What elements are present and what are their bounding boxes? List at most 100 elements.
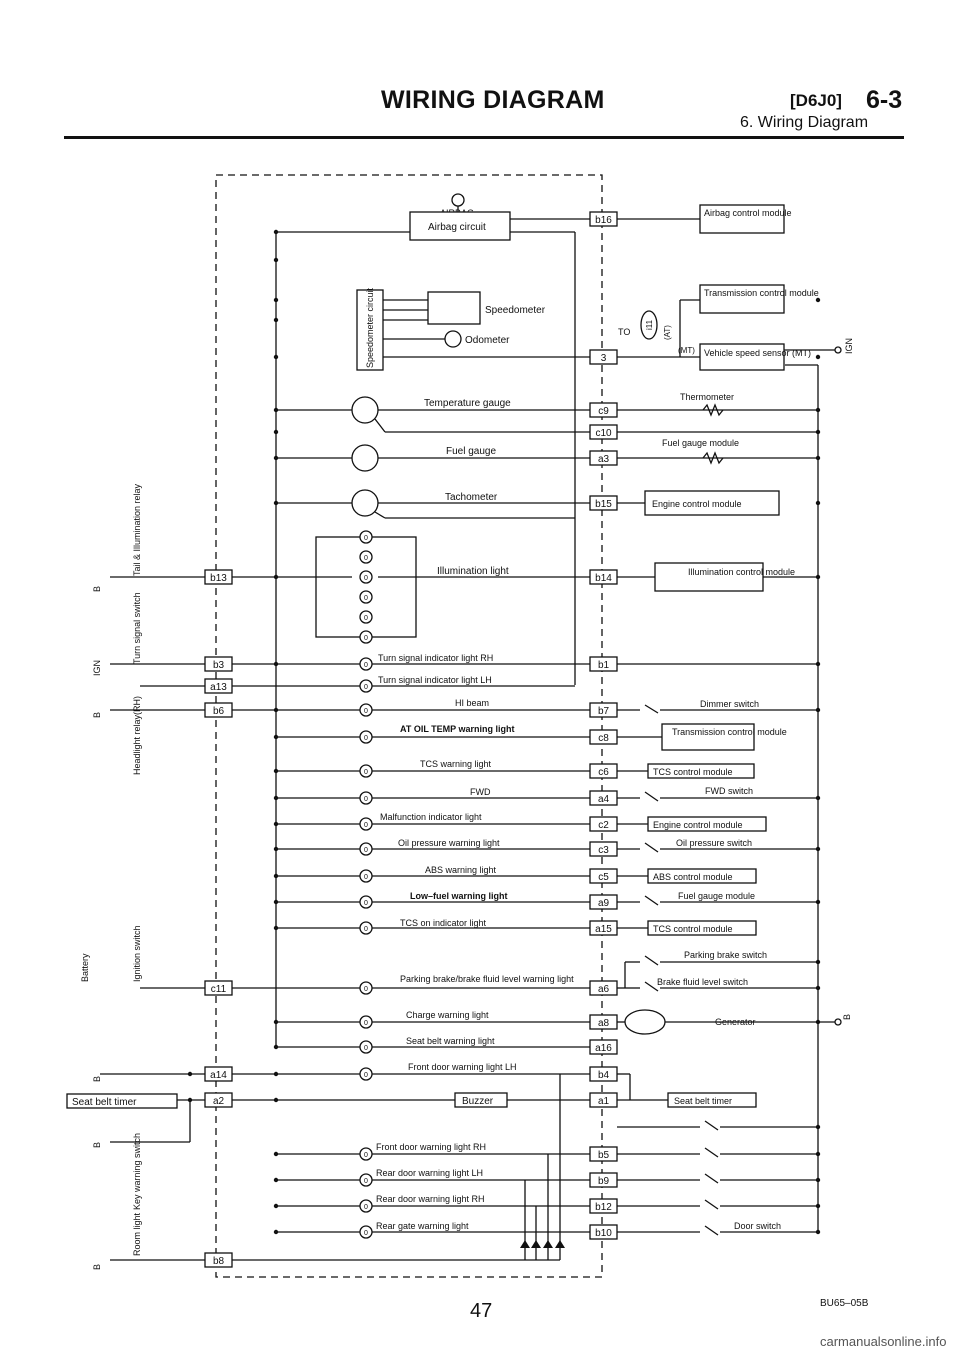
- footer-watermark: carmanualsonline.info: [820, 1334, 947, 1349]
- buzzer-label: Buzzer: [462, 1096, 494, 1107]
- lamp-filament-icon: 0: [364, 684, 368, 691]
- tachometer-label: Tachometer: [445, 492, 498, 503]
- tail-relay-label: Tail & Illumination relay: [132, 483, 142, 576]
- junction-dot: [273, 455, 279, 461]
- lamp-filament-icon: 0: [364, 926, 368, 933]
- junction-dot: [273, 317, 279, 323]
- seat-belt-timer-right-box: [667, 1092, 757, 1108]
- right-connector-label: a1: [598, 1096, 610, 1107]
- diode-stack: [232, 1074, 565, 1261]
- right-connector-box: [589, 1146, 618, 1162]
- right-connector-label: b7: [598, 706, 610, 717]
- right-connector-label: b9: [598, 1176, 610, 1187]
- right-connector-label: a6: [598, 984, 610, 995]
- right-connector-label: b10: [595, 1228, 612, 1239]
- right-connector-label: b14: [595, 573, 612, 584]
- left-connector-box: [204, 702, 233, 718]
- key-warning-label: Key warning switch: [132, 1133, 142, 1210]
- lamp-icon: [359, 570, 373, 584]
- page-subtitle: 6. Wiring Diagram: [740, 114, 869, 131]
- light-parking-brake: Parking brake/brake fluid level warning …: [400, 974, 574, 984]
- to-connector-icon: [640, 310, 658, 340]
- transmission-control-module-box: [661, 723, 755, 751]
- right-connector-box: [589, 211, 618, 227]
- right-connector-box: [589, 980, 618, 996]
- lamp-icon: [359, 1040, 373, 1054]
- light-hi-beam: HI beam: [455, 698, 489, 708]
- right-connector-box: [589, 1039, 618, 1055]
- right-connector-box: [589, 569, 618, 585]
- illumination-light-label: Illumination light: [437, 566, 509, 577]
- meter-outline: [215, 174, 603, 1278]
- tcs-control-module-2-label: TCS control module: [653, 924, 733, 934]
- door-switch-label: Door switch: [734, 1221, 781, 1231]
- b-terminal-right: [834, 1018, 842, 1026]
- engine-control-module-2-box: [647, 816, 767, 832]
- page-title: WIRING DIAGRAM: [381, 86, 605, 114]
- lamp-icon: [359, 1173, 373, 1187]
- connector-layer: b13b3a13b6c11a14a2b8b163c9c10a3b15b14b1b…: [187, 211, 821, 1268]
- vehicle-speed-sensor-label: Vehicle speed sensor (MT): [704, 348, 811, 358]
- right-connector-label: a16: [595, 1043, 612, 1054]
- right-connector-box: [589, 702, 618, 718]
- right-connector-label: c9: [598, 406, 609, 417]
- transmission-control-module-label: Transmission control module: [672, 727, 787, 737]
- vehicle-speed-sensor-box: [699, 343, 785, 371]
- left-connector-box: [204, 1066, 233, 1082]
- junction-dot: [273, 821, 279, 827]
- light-rear-door-lh: Rear door warning light LH: [376, 1168, 483, 1178]
- right-connector-label: c8: [598, 733, 609, 744]
- lamp-icon: [359, 764, 373, 778]
- lamp-filament-icon: 0: [364, 535, 368, 542]
- light-fwd: FWD: [470, 787, 491, 797]
- abs-control-module-box: [647, 868, 757, 884]
- lamp-icon: [359, 1199, 373, 1213]
- lamp-filament-icon: 0: [364, 595, 368, 602]
- speedometer-circuit-box: [356, 289, 384, 371]
- right-connector-box: [589, 763, 618, 779]
- right-connector-box: [589, 790, 618, 806]
- junction-dot: [815, 795, 821, 801]
- junction-dot: [273, 1044, 279, 1050]
- lamp-icon: [359, 610, 373, 624]
- lamp-filament-icon: 0: [364, 1045, 368, 1052]
- left-connector-box: [204, 1092, 233, 1108]
- right-connector-label: a9: [598, 898, 610, 909]
- right-connector-box: [589, 1066, 618, 1082]
- lamp-icon: [359, 590, 373, 604]
- junction-dot: [187, 1097, 193, 1103]
- junction-dot: [273, 1151, 279, 1157]
- airbag-control-module-box: [699, 204, 785, 234]
- junction-dot: [273, 768, 279, 774]
- to-label: TO: [618, 327, 630, 337]
- junction-dot: [273, 354, 279, 360]
- fuel-gauge-label: Fuel gauge: [446, 446, 496, 457]
- right-connector-box: [589, 868, 618, 884]
- junction-dot: [815, 407, 821, 413]
- junction-dot: [273, 846, 279, 852]
- right-connector-box: [589, 1198, 618, 1214]
- junction-dot: [815, 455, 821, 461]
- light-front-door-lh: Front door warning light LH: [408, 1062, 517, 1072]
- lamp-filament-icon: 0: [364, 822, 368, 829]
- illumination-control-module-box: [654, 562, 764, 592]
- buzzer-box: [454, 1092, 508, 1108]
- junction-dot: [273, 899, 279, 905]
- left-connector-box: [204, 569, 233, 585]
- figure-code: BU65–05B: [820, 1298, 869, 1309]
- transmission-control-module-top-box: [699, 284, 785, 314]
- lamp-icon: [359, 1225, 373, 1239]
- junction-dot: [273, 873, 279, 879]
- light-turn-lh: Turn signal indicator light LH: [378, 675, 492, 685]
- lamp-icon: [359, 895, 373, 909]
- junction-dot: [815, 1124, 821, 1130]
- right-connector-label: c3: [598, 845, 609, 856]
- right-connector-label: a3: [598, 454, 610, 465]
- right-connector-box: [589, 1172, 618, 1188]
- odometer-label: Odometer: [465, 335, 510, 346]
- junction-dot: [815, 1177, 821, 1183]
- turn-switch-label: Turn signal switch: [132, 592, 142, 664]
- mt-label: (MT): [678, 346, 695, 355]
- junction-dot: [273, 574, 279, 580]
